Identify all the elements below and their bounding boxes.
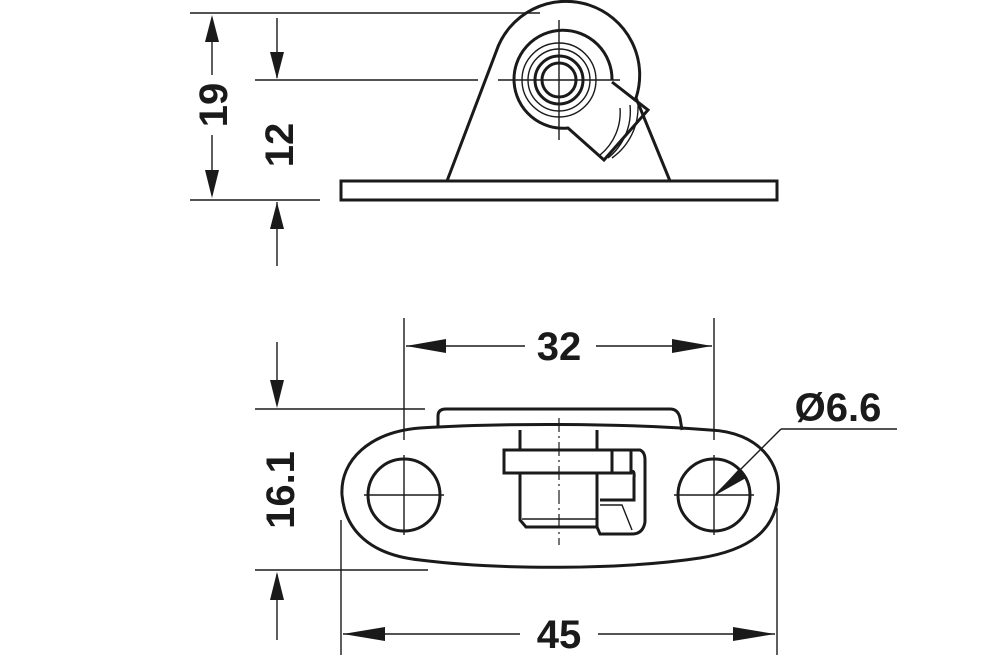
bolt-body bbox=[518, 473, 599, 529]
dimension-hole-spacing: 32 bbox=[537, 325, 582, 369]
swivel-ring bbox=[607, 104, 632, 159]
arrow-left-icon bbox=[343, 627, 385, 641]
lever bbox=[600, 469, 636, 502]
arrow-down-icon bbox=[270, 52, 284, 79]
base-plate-outline bbox=[340, 422, 780, 569]
arrow-down-icon bbox=[270, 380, 284, 408]
leader-arrow-icon bbox=[714, 470, 746, 496]
swivel-mechanism bbox=[502, 418, 647, 545]
dimension-hole-diameter: Ø6.6 bbox=[795, 386, 882, 430]
bracket-body bbox=[445, 0, 672, 182]
arrow-right-icon bbox=[672, 339, 712, 353]
swivel-ring bbox=[599, 107, 621, 156]
pivot-housing bbox=[512, 28, 651, 163]
dimension-pivot-height: 12 bbox=[258, 123, 302, 168]
side-view: 19 12 bbox=[190, 0, 779, 266]
arrow-left-icon bbox=[406, 339, 446, 353]
base-plate bbox=[339, 179, 779, 202]
raised-strip bbox=[436, 407, 684, 431]
dimension-overall-height: 19 bbox=[192, 83, 236, 128]
top-view: 32 16.1 bbox=[255, 318, 897, 657]
arrow-up-icon bbox=[205, 15, 219, 42]
arrow-up-icon bbox=[270, 572, 284, 600]
clamp-bar bbox=[502, 448, 633, 475]
lever-housing bbox=[595, 448, 647, 536]
dimension-overall-width: 16.1 bbox=[259, 451, 303, 529]
arrow-right-icon bbox=[733, 627, 775, 641]
swivel-ring bbox=[611, 105, 639, 159]
dimension-overall-length: 45 bbox=[537, 613, 582, 657]
arrow-up-icon bbox=[270, 202, 284, 229]
arrow-down-icon bbox=[205, 170, 219, 198]
lever-edge bbox=[600, 504, 633, 531]
